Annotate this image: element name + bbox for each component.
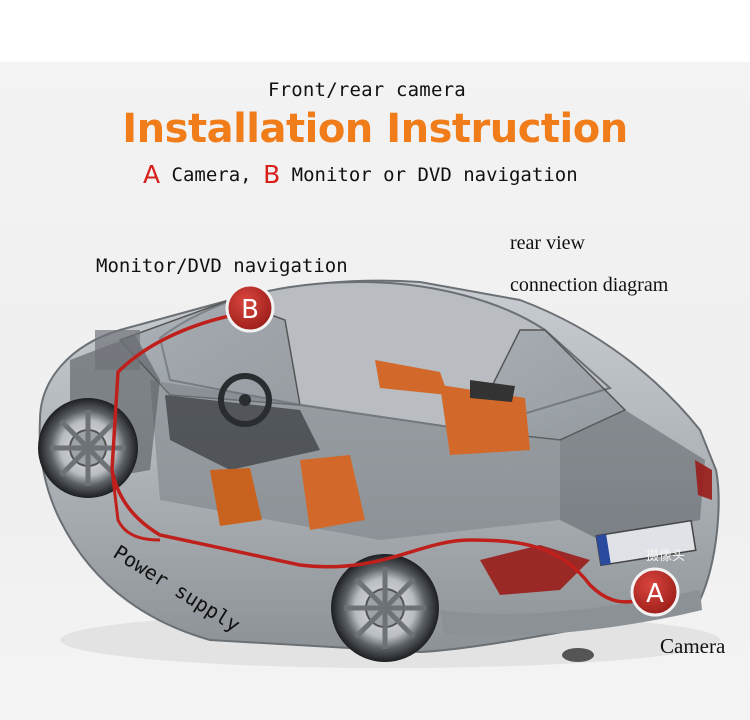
- legend-line: A Camera, B Monitor or DVD navigation: [143, 160, 578, 189]
- camera-label: Camera: [660, 634, 726, 658]
- connection-diagram-label: connection diagram: [510, 274, 669, 296]
- tail-light-right: [695, 460, 712, 500]
- monitor-label: Monitor/DVD navigation: [96, 255, 348, 277]
- front-seat-right: [210, 468, 262, 526]
- license-plate-eu-strip: [596, 534, 611, 566]
- trunk: [560, 410, 705, 540]
- rear-headrest: [470, 380, 515, 402]
- page-title: Installation Instruction: [122, 106, 628, 152]
- subtitle: Front/rear camera: [268, 79, 466, 101]
- rear-seat-top: [375, 360, 448, 395]
- marker-a-letter: A: [646, 579, 664, 609]
- rear-view-label: rear view: [510, 232, 585, 254]
- dashboard: [165, 395, 320, 470]
- engine-block: [95, 330, 140, 370]
- legend-b-text: Monitor or DVD navigation: [280, 164, 578, 186]
- power-wire: [110, 469, 161, 542]
- rear-wheel: [331, 554, 439, 662]
- legend-a-text: Camera,: [160, 164, 264, 186]
- marker-b-letter: B: [241, 295, 259, 325]
- steering-wheel: [218, 373, 272, 427]
- front-wheel: [38, 398, 138, 498]
- marker-b: B: [225, 283, 275, 333]
- legend-a-letter: A: [143, 160, 161, 189]
- rear-bumper: [440, 590, 702, 637]
- rear-seat: [440, 385, 530, 455]
- front-seat-left: [300, 455, 365, 530]
- camera-cn-label: 摄像头: [646, 549, 686, 564]
- camera-wire: [110, 310, 641, 604]
- legend-b-letter: B: [263, 160, 281, 189]
- marker-a: A: [630, 567, 680, 617]
- exhaust-pipe: [562, 648, 594, 662]
- steering-hub: [239, 394, 251, 406]
